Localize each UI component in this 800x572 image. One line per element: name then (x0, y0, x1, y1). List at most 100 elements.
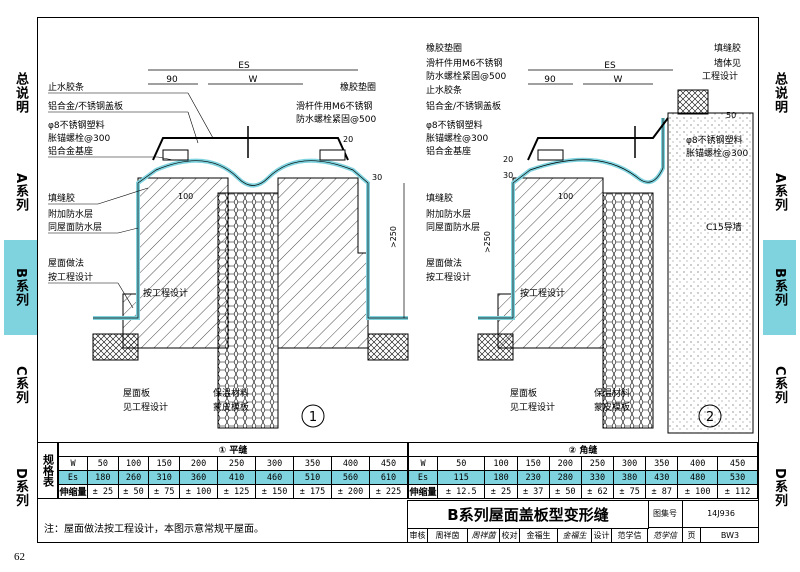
side-tab-label: C系列 (772, 365, 787, 405)
label-sealant-2: 填缝胶 (426, 192, 453, 204)
dim-20: 20 (343, 135, 353, 144)
roof-slab-right (277, 177, 369, 349)
dim-es: ES (238, 61, 250, 71)
label-fastener: 防水螺栓紧固@500 (296, 113, 376, 125)
side-tab-label: 总说明 (13, 71, 28, 114)
dim-90-2: 90 (544, 75, 556, 85)
dim-90: 90 (166, 75, 178, 85)
dim-250-2: >250 (483, 231, 492, 253)
side-tab-a-right[interactable]: A系列 (763, 145, 796, 240)
cell: 200 (179, 456, 219, 471)
dim-w: W (249, 75, 258, 85)
row-header: Es (408, 470, 438, 485)
cell: 310 (148, 470, 181, 485)
label-fastener-2: 防水螺栓紧固@500 (426, 70, 506, 82)
label-insulation: 保温材料 (213, 387, 249, 399)
figure-2: ES 90 W 50 30 20 100 >250 橡胶垫圈 滑杆件用M6不锈钢… (426, 42, 754, 434)
cell: ± 175 (293, 484, 332, 499)
tb-signature: 周祥茵 (468, 528, 500, 542)
dim-30: 30 (372, 173, 382, 182)
side-tab-b-right[interactable]: B系列 (763, 240, 796, 335)
side-tab-general[interactable]: 总说明 (4, 40, 37, 145)
side-tab-label: B系列 (13, 268, 28, 307)
tb-cell: 校对 (500, 528, 520, 542)
tb-signature: 金福生 (558, 528, 592, 542)
cell: ± 25 (87, 484, 119, 499)
cell: 330 (580, 470, 615, 485)
cell: 200 (548, 456, 582, 471)
label-rubber-washer: 橡胶垫圈 (340, 81, 376, 93)
label-by-design-2a: 按工程设计 (426, 271, 471, 283)
cell: 560 (331, 470, 370, 485)
figure-2-number: 2 (706, 410, 714, 425)
base-left (162, 149, 189, 161)
cell: 350 (293, 456, 332, 471)
side-tab-label: A系列 (13, 172, 28, 213)
row-header: W (58, 456, 88, 471)
label-anchor-1: φ8不锈钢塑料 (48, 119, 105, 131)
cell: ± 25 (484, 484, 518, 499)
label-c15: C15导墙 (706, 221, 742, 233)
label-insulation-2: 保温材料 (594, 387, 630, 399)
side-tab-b[interactable]: B系列 (4, 240, 37, 335)
membrane-outline (93, 160, 408, 319)
page-code: BW3 (720, 530, 740, 540)
cell: 430 (645, 470, 679, 485)
cell: ± 112 (717, 484, 758, 499)
side-tab-general-right[interactable]: 总说明 (763, 40, 796, 145)
fig1-right-labels: 橡胶垫圈 滑杆件用M6不锈钢 防水螺栓紧固@500 (296, 81, 376, 125)
table-row: 伸缩量± 12.5± 25± 37± 50± 62± 75± 87± 100± … (408, 484, 758, 499)
fig2-right-labels: 填缝胶 墙体见 工程设计 φ8不锈钢塑料 胀锚螺栓@300 C15导墙 (686, 42, 748, 233)
label-formwork: 蒙皮模板 (213, 401, 249, 413)
tb-signature: 范学信 (648, 528, 683, 542)
tb-cell: 设计 (592, 528, 612, 542)
dim-100-2: 100 (558, 192, 573, 201)
dim-es-2: ES (604, 61, 616, 71)
cell: 260 (117, 470, 150, 485)
figure-2-marker (698, 404, 722, 428)
label-eng-design: 工程设计 (702, 70, 738, 82)
cell: ± 87 (645, 484, 679, 499)
cell: ± 37 (516, 484, 550, 499)
cell: 230 (516, 470, 550, 485)
side-tab-d-right[interactable]: D系列 (763, 440, 796, 535)
label-wall: 墙体见 (714, 57, 741, 69)
base-2 (537, 149, 564, 161)
dim-30-2: 30 (503, 171, 513, 180)
cell: ± 100 (179, 484, 219, 499)
label-by-design-2b: 按工程设计 (520, 287, 565, 299)
label-water-stop-2: 止水胶条 (426, 84, 462, 96)
label-see-design: 见工程设计 (123, 401, 168, 413)
label-anchor-2: 胀锚螺栓@300 (48, 132, 110, 144)
tb-cell: 审核 (408, 528, 428, 542)
cell: 180 (87, 470, 119, 485)
label-extra-2: 附加防水层 (426, 208, 471, 220)
label-m6-bolt: 滑杆件用M6不锈钢 (296, 100, 373, 112)
row-header: 伸缩量 (408, 484, 438, 499)
insulation-block-2 (602, 192, 654, 429)
cell: 250 (580, 456, 615, 471)
cell: 300 (255, 456, 295, 471)
tb-cell: 范学信 (612, 528, 648, 542)
cell: 530 (717, 470, 758, 485)
side-tab-a[interactable]: A系列 (4, 145, 37, 240)
cell: 150 (516, 456, 550, 471)
side-tab-label: A系列 (772, 172, 787, 213)
title-block: B系列屋面盖板型变形缝 图集号 14J936 审核 周祥茵 周祥茵 校对 金福生… (407, 500, 759, 542)
cell: ± 62 (580, 484, 615, 499)
side-tab-c-right[interactable]: C系列 (763, 335, 796, 435)
label-see-design-2: 见工程设计 (510, 401, 555, 413)
side-tab-c[interactable]: C系列 (4, 335, 37, 435)
label-by-design: 按工程设计 (48, 271, 93, 283)
spec-side-cell: 规格表 (38, 442, 58, 499)
cell: 460 (255, 470, 295, 485)
cell: 115 (436, 470, 486, 485)
side-tab-d[interactable]: D系列 (4, 440, 37, 535)
label-extra-layer: 附加防水层 (48, 208, 93, 220)
label-roof-method: 屋面做法 (48, 257, 84, 269)
fig2-left-labels: 橡胶垫圈 滑杆件用M6不锈钢 防水螺栓紧固@500 止水胶条 铝合金/不锈钢盖板… (426, 42, 565, 299)
label-cover-plate: 铝合金/不锈钢盖板 (48, 100, 123, 112)
label-roof-slab-2: 屋面板 (510, 387, 537, 399)
